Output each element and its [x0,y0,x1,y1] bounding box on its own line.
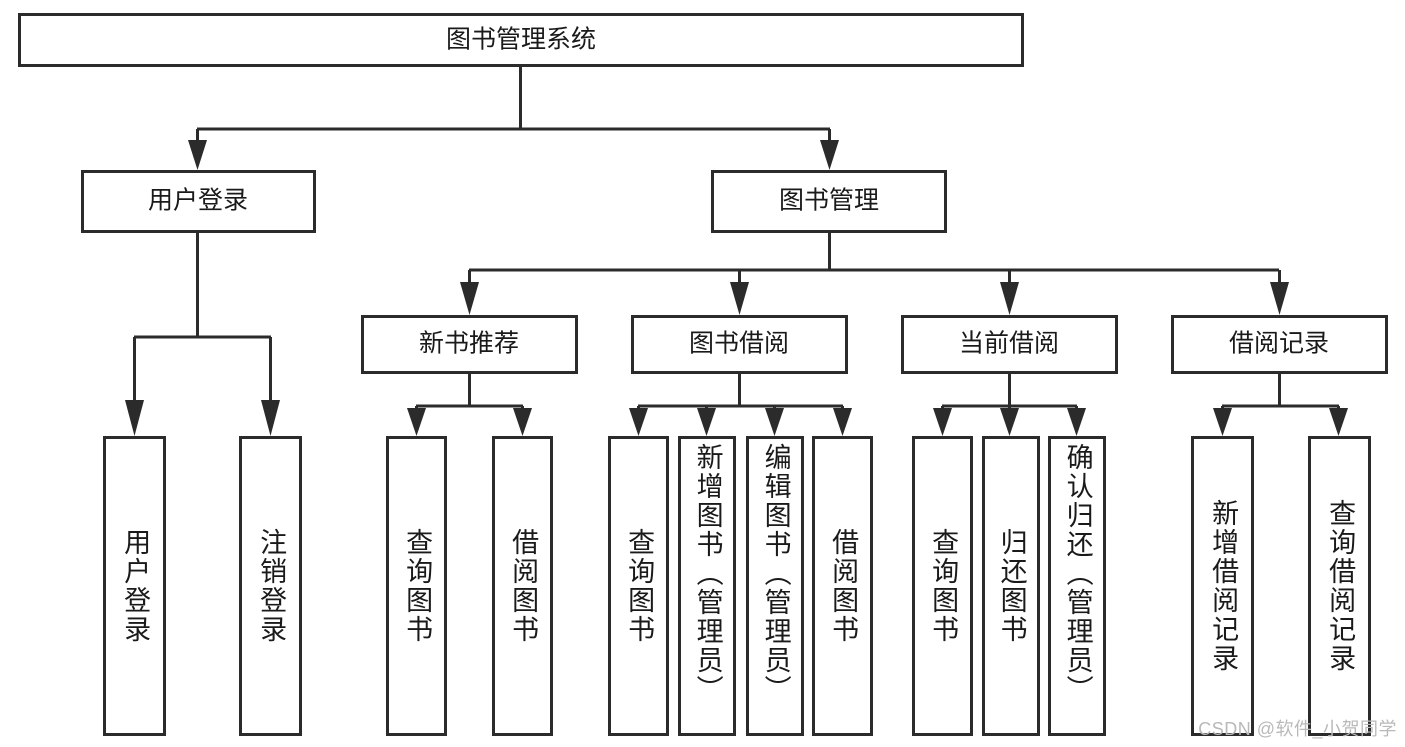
node-borrow-record[interactable]: 借阅记录 [1171,315,1388,374]
arrowhead-leaf-add-borrow-record [1213,408,1232,436]
leaf-return-book-box[interactable] [982,436,1040,736]
node-root-label: 图书管理系统 [446,26,596,54]
leaf-query-book-3-box[interactable] [912,436,973,736]
node-root-box[interactable] [18,13,1024,67]
arrowhead-book-manage [820,140,839,170]
leaf-add-book-box[interactable] [678,436,736,736]
node-user-login[interactable]: 用户登录 [81,170,316,233]
connector-group-new-book-recommend [407,374,532,436]
arrowhead-leaf-query-borrow-record [1329,408,1348,436]
node-current-borrow-label: 当前借阅 [959,330,1059,358]
leaf-borrow-book-2-box[interactable] [812,436,873,736]
node-new-book-recommend-label: 新书推荐 [419,330,519,358]
connector-group-current-borrow [933,374,1086,436]
node-book-manage-box[interactable] [711,170,947,233]
leaf-query-borrow-record-box[interactable] [1308,436,1371,736]
leaf-boxes [103,436,1371,736]
node-book-borrow[interactable]: 图书借阅 [631,315,848,374]
arrowhead-leaf-borrow-book-2 [833,408,852,436]
node-new-book-recommend-box[interactable] [361,315,578,374]
node-book-manage-label: 图书管理 [779,187,879,215]
leaf-user-login-box[interactable] [103,436,166,736]
node-user-login-label: 用户登录 [148,187,248,215]
node-user-login-box[interactable] [81,170,316,233]
arrowhead-leaf-confirm-return [1067,408,1086,436]
node-book-borrow-box[interactable] [631,315,848,374]
node-root[interactable]: 图书管理系统 [18,13,1024,67]
node-borrow-record-label: 借阅记录 [1229,330,1329,358]
leaf-query-book-1-box[interactable] [386,436,447,736]
arrowhead-user-login [188,140,207,170]
connector-group-borrow-record [1213,374,1348,436]
connector-group-book-borrow [629,374,852,436]
node-current-borrow[interactable]: 当前借阅 [901,315,1118,374]
node-current-borrow-box[interactable] [901,315,1118,374]
node-book-manage[interactable]: 图书管理 [711,170,947,233]
connector-group-book-manage [460,233,1289,315]
arrowhead-leaf-return-book [1000,408,1019,436]
connector-group-user-login [125,233,280,436]
leaf-logout-login-box[interactable] [239,436,302,736]
arrowhead-leaf-borrow-book-1 [513,408,532,436]
arrowhead-book-borrow [730,282,749,315]
arrowhead-leaf-edit-book [765,408,784,436]
arrowhead-leaf-logout [261,400,280,436]
leaf-query-book-2-box[interactable] [608,436,669,736]
arrowhead-leaf-user-login [125,400,144,436]
connector-group-root [188,66,839,170]
arrowhead-leaf-query-book-2 [629,408,648,436]
arrowhead-borrow-record [1270,282,1289,315]
arrowhead-leaf-add-book [697,408,716,436]
arrowhead-leaf-query-book-1 [407,408,426,436]
node-new-book-recommend[interactable]: 新书推荐 [361,315,578,374]
leaf-edit-book-box[interactable] [746,436,804,736]
leaf-confirm-return-box[interactable] [1048,436,1106,736]
leaf-add-borrow-record-box[interactable] [1191,436,1254,736]
node-borrow-record-box[interactable] [1171,315,1388,374]
arrowhead-current-borrow [1000,282,1019,315]
arrowhead-leaf-query-book-3 [933,408,952,436]
arrowhead-new-book-recommend [460,282,479,315]
leaf-borrow-book-1-box[interactable] [492,436,553,736]
node-book-borrow-label: 图书借阅 [689,330,789,358]
csdn-watermark: CSDN @软件_小贺同学 [1198,719,1397,739]
